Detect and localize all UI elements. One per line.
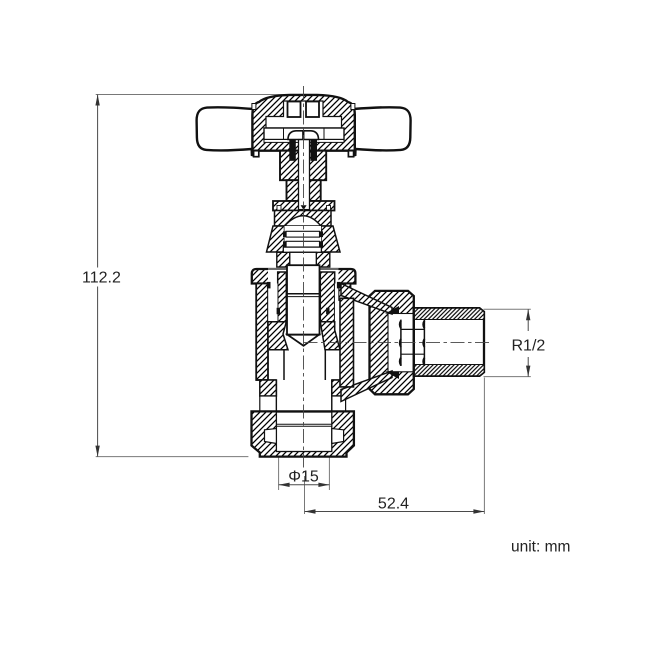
svg-text:Φ15: Φ15 (288, 469, 319, 486)
svg-text:112.2: 112.2 (82, 270, 121, 287)
svg-text:52.4: 52.4 (378, 496, 409, 513)
svg-text:R1/2: R1/2 (512, 338, 546, 355)
svg-text:unit: mm: unit: mm (511, 539, 570, 556)
